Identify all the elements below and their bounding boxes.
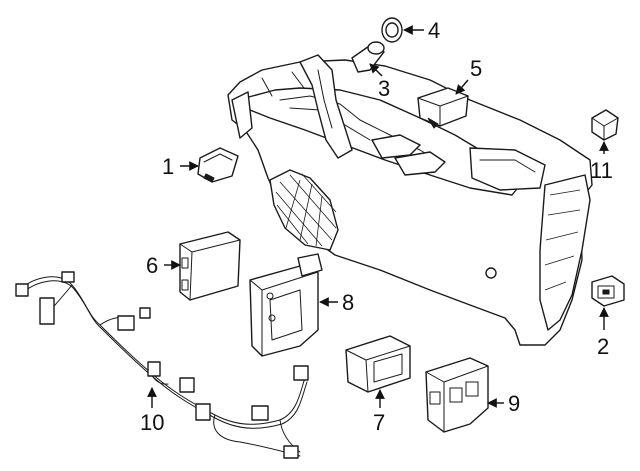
- center-console: [227, 54, 593, 346]
- part-1-switch: [197, 147, 239, 183]
- callout-1: 1: [162, 154, 174, 179]
- callout-labels: 1 2 3 4 5 6 7 8 9 10 11: [140, 18, 613, 435]
- part-8-bracket: [249, 253, 323, 357]
- part-10-wiring-harness: [15, 271, 309, 459]
- callout-8: 8: [342, 290, 354, 315]
- part-7-module: [345, 335, 411, 393]
- callout-6: 6: [146, 253, 158, 278]
- callout-9: 9: [508, 391, 520, 416]
- part-11-button: [591, 109, 619, 141]
- callout-11: 11: [590, 158, 613, 183]
- callout-4: 4: [428, 18, 440, 43]
- callout-2: 2: [597, 334, 609, 359]
- callout-3: 3: [378, 76, 390, 101]
- part-6-module: [179, 231, 241, 301]
- callout-7: 7: [373, 410, 385, 435]
- leader-arrows: [147, 25, 609, 408]
- callout-5: 5: [470, 56, 482, 81]
- part-4-bushing: [381, 17, 403, 43]
- part-9-bracket: [425, 357, 489, 433]
- callout-10: 10: [140, 410, 164, 435]
- part-3-sleeve: [351, 41, 385, 73]
- part-5-switch: [417, 87, 469, 129]
- part-2-outlet: [591, 275, 625, 307]
